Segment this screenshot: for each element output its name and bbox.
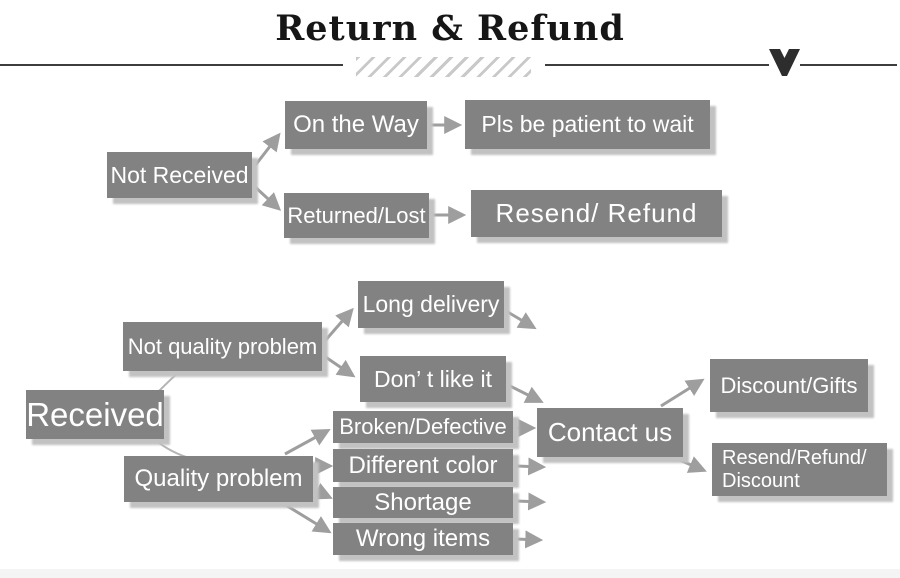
node-different-color: Different color <box>333 449 513 482</box>
node-resend-refund-discount: Resend/Refund/ Discount <box>712 443 887 496</box>
node-wrong-items: Wrong items <box>333 523 513 555</box>
node-dont-like-it: Don’ t like it <box>360 356 506 402</box>
node-broken-defective: Broken/Defective <box>333 411 513 443</box>
node-contact-us: Contact us <box>537 408 683 457</box>
page-title: Return & Refund <box>275 8 625 49</box>
node-on-the-way: On the Way <box>285 101 427 149</box>
node-resend-refund: Resend/ Refund <box>471 190 722 237</box>
node-quality-problem: Quality problem <box>124 456 313 502</box>
divider-line-left <box>0 64 343 66</box>
node-received: Received <box>26 390 164 439</box>
divider-line-right-end <box>800 64 897 66</box>
node-long-delivery: Long delivery <box>358 281 504 328</box>
node-discount-gifts: Discount/Gifts <box>710 359 868 412</box>
node-not-quality-problem: Not quality problem <box>123 322 322 371</box>
hatch-stripes-decoration <box>356 57 531 77</box>
node-not-received: Not Received <box>107 152 252 198</box>
node-returned-lost: Returned/Lost <box>284 193 429 238</box>
node-shortage: Shortage <box>333 487 513 518</box>
divider-line-right <box>545 64 769 66</box>
bottom-band-decoration <box>0 569 900 578</box>
chevron-down-icon <box>769 49 800 76</box>
node-pls-be-patient: Pls be patient to wait <box>465 100 710 149</box>
